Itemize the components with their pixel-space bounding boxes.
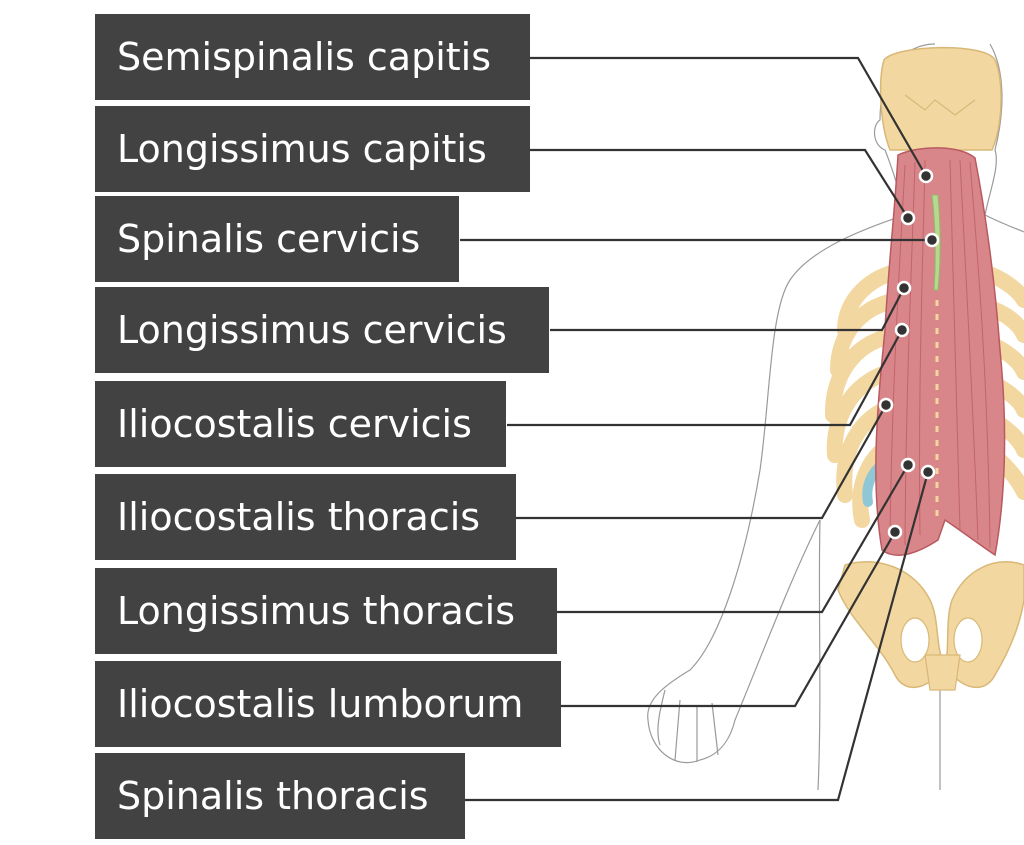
skull	[879, 46, 1002, 151]
pointer-dots	[878, 168, 940, 540]
erector-spinae-muscles	[875, 147, 1006, 557]
pointer-dot-iliocostalis-thoracis	[878, 397, 894, 413]
label-longissimus-capitis: Longissimus capitis	[95, 106, 530, 192]
label-semispinalis-capitis: Semispinalis capitis	[95, 14, 530, 100]
label-longissimus-cervicis: Longissimus cervicis	[95, 287, 549, 373]
label-longissimus-thoracis: Longissimus thoracis	[95, 568, 557, 654]
leader-line-iliocostalis-thoracis	[516, 404, 887, 520]
leader-line-longissimus-thoracis	[557, 464, 909, 614]
pointer-dot-longissimus-thoracis	[900, 457, 916, 473]
leader-line-longissimus-capitis	[530, 148, 909, 219]
label-iliocostalis-lumborum: Iliocostalis lumborum	[95, 661, 561, 747]
pointer-dot-longissimus-capitis	[900, 210, 916, 226]
leader-lines	[460, 56, 932, 802]
pointer-dot-iliocostalis-lumborum	[887, 524, 903, 540]
leader-line-iliocostalis-lumborum	[560, 531, 896, 708]
leader-line-spinalis-thoracis	[465, 471, 930, 802]
label-spinalis-thoracis: Spinalis thoracis	[95, 753, 465, 839]
pelvis	[837, 561, 1024, 691]
pointer-dot-spinalis-cervicis	[924, 232, 940, 248]
leader-line-semispinalis-capitis	[530, 56, 927, 177]
pointer-dot-spinalis-thoracis	[920, 464, 936, 480]
leader-line-iliocostalis-cervicis	[507, 329, 903, 427]
body-outline	[647, 43, 1024, 791]
leader-line-longissimus-cervicis	[550, 287, 905, 332]
label-iliocostalis-thoracis: Iliocostalis thoracis	[95, 474, 516, 560]
label-spinalis-cervicis: Spinalis cervicis	[95, 196, 459, 282]
label-iliocostalis-cervicis: Iliocostalis cervicis	[95, 381, 506, 467]
pointer-dot-longissimus-cervicis	[896, 280, 912, 296]
pointer-dot-semispinalis-capitis	[918, 168, 934, 184]
pointer-dot-iliocostalis-cervicis	[894, 322, 910, 338]
